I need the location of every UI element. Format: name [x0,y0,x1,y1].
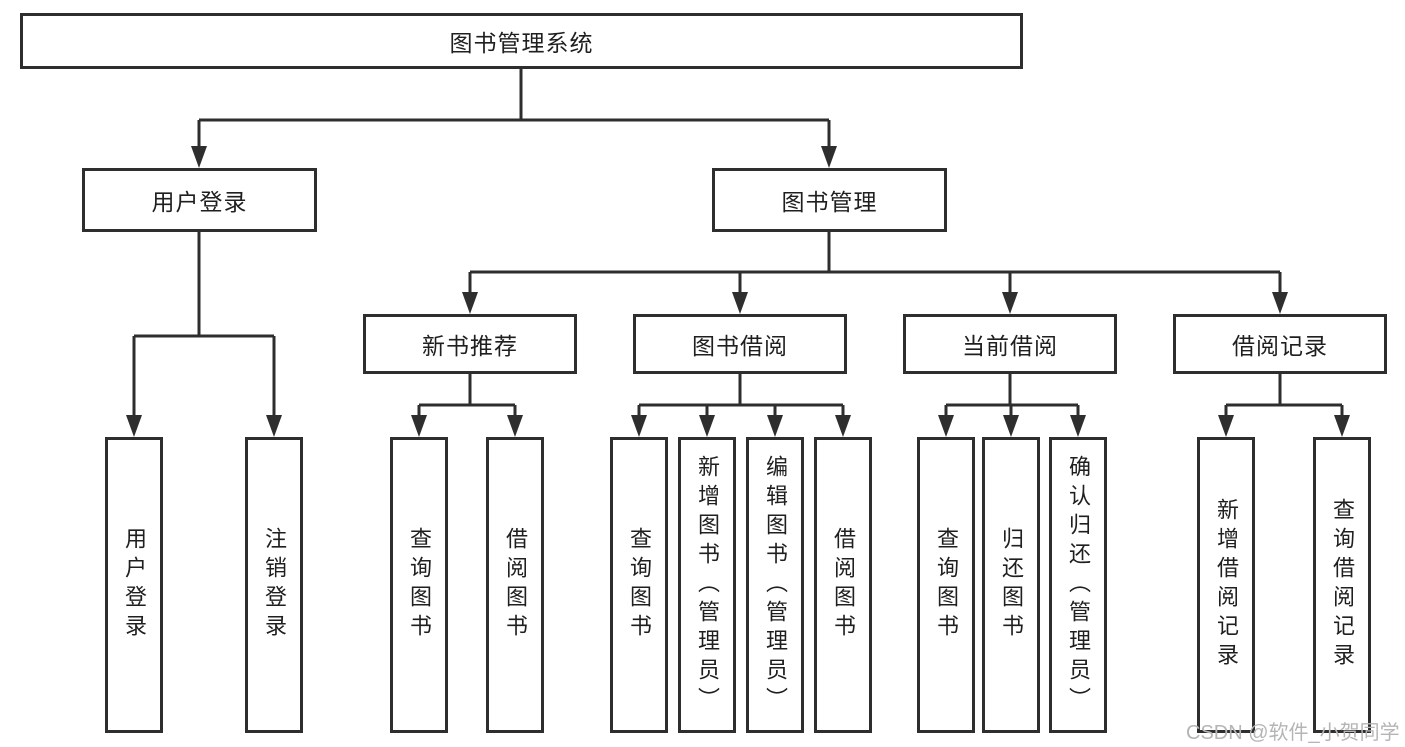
leaf-query-borrow-record-label: 查询借阅记录 [1330,498,1355,672]
arrowhead [1070,415,1086,437]
leaf-borrow-query: 查询图书 [610,437,668,733]
arrowhead [1002,292,1018,314]
arrowhead [1334,415,1350,437]
node-book-management-label: 图书管理 [781,189,878,215]
leaf-user-login-label: 用户登录 [122,527,147,643]
leaf-newbook-query: 查询图书 [390,437,448,733]
leaf-user-login: 用户登录 [105,437,163,733]
csdn-watermark: CSDN @软件_小贺同学 [1186,722,1400,744]
connector-currentborrow-to-leaves [938,374,1086,437]
node-book-management: 图书管理 [712,168,947,232]
leaf-newbook-borrow: 借阅图书 [486,437,544,733]
leaf-borrow-book-label: 借阅图书 [831,527,856,643]
leaf-borrow-add-book: 新增图书（管理员） [678,437,736,733]
leaf-logout-label: 注销登录 [262,527,287,643]
node-book-borrow-label: 图书借阅 [692,333,788,359]
node-current-borrow: 当前借阅 [903,314,1117,374]
leaf-current-query-label: 查询图书 [934,527,959,643]
arrowhead [126,415,142,437]
arrowhead [732,292,748,314]
arrowhead [835,415,851,437]
leaf-confirm-return: 确认归还（管理员） [1049,437,1107,733]
arrowhead [767,415,783,437]
leaf-borrow-add-book-label: 新增图书（管理员） [695,454,720,716]
arrowhead [462,292,478,314]
arrowhead [699,415,715,437]
leaf-borrow-edit-book: 编辑图书（管理员） [746,437,804,733]
leaf-borrow-book: 借阅图书 [814,437,872,733]
leaf-return-book: 归还图书 [982,437,1040,733]
node-user-login-label: 用户登录 [151,189,248,215]
arrowhead [1272,292,1288,314]
node-borrow-record: 借阅记录 [1173,314,1387,374]
arrowhead [507,415,523,437]
arrowhead [411,415,427,437]
leaf-borrow-query-label: 查询图书 [627,527,652,643]
node-user-login: 用户登录 [82,168,317,232]
node-root: 图书管理系统 [20,13,1023,69]
node-borrow-record-label: 借阅记录 [1232,333,1328,359]
leaf-current-query: 查询图书 [917,437,975,733]
node-book-borrow: 图书借阅 [633,314,847,374]
node-new-book-recommend: 新书推荐 [363,314,577,374]
node-root-label: 图书管理系统 [449,30,594,56]
arrowhead [1003,415,1019,437]
leaf-query-borrow-record: 查询借阅记录 [1313,437,1371,733]
connector-root-to-level2 [191,69,837,168]
connector-bookmgmt-to-level3 [462,232,1288,314]
leaf-return-book-label: 归还图书 [999,527,1024,643]
node-current-borrow-label: 当前借阅 [962,333,1058,359]
node-new-book-recommend-label: 新书推荐 [422,333,518,359]
leaf-logout: 注销登录 [245,437,303,733]
leaf-newbook-query-label: 查询图书 [407,527,432,643]
leaf-confirm-return-label: 确认归还（管理员） [1066,454,1091,716]
arrowhead [191,146,207,168]
leaf-add-borrow-record-label: 新增借阅记录 [1214,498,1239,672]
arrowhead [1218,415,1234,437]
connector-userlogin-to-leaves [126,232,282,437]
arrowhead [631,415,647,437]
leaf-add-borrow-record: 新增借阅记录 [1197,437,1255,733]
arrowhead [821,146,837,168]
connector-newbook-to-leaves [411,374,523,437]
connector-bookborrow-to-leaves [631,374,851,437]
arrowhead [938,415,954,437]
arrowhead [266,415,282,437]
leaf-borrow-edit-book-label: 编辑图书（管理员） [763,454,788,716]
leaf-newbook-borrow-label: 借阅图书 [503,527,528,643]
connector-borrowrecord-to-leaves [1218,374,1350,437]
